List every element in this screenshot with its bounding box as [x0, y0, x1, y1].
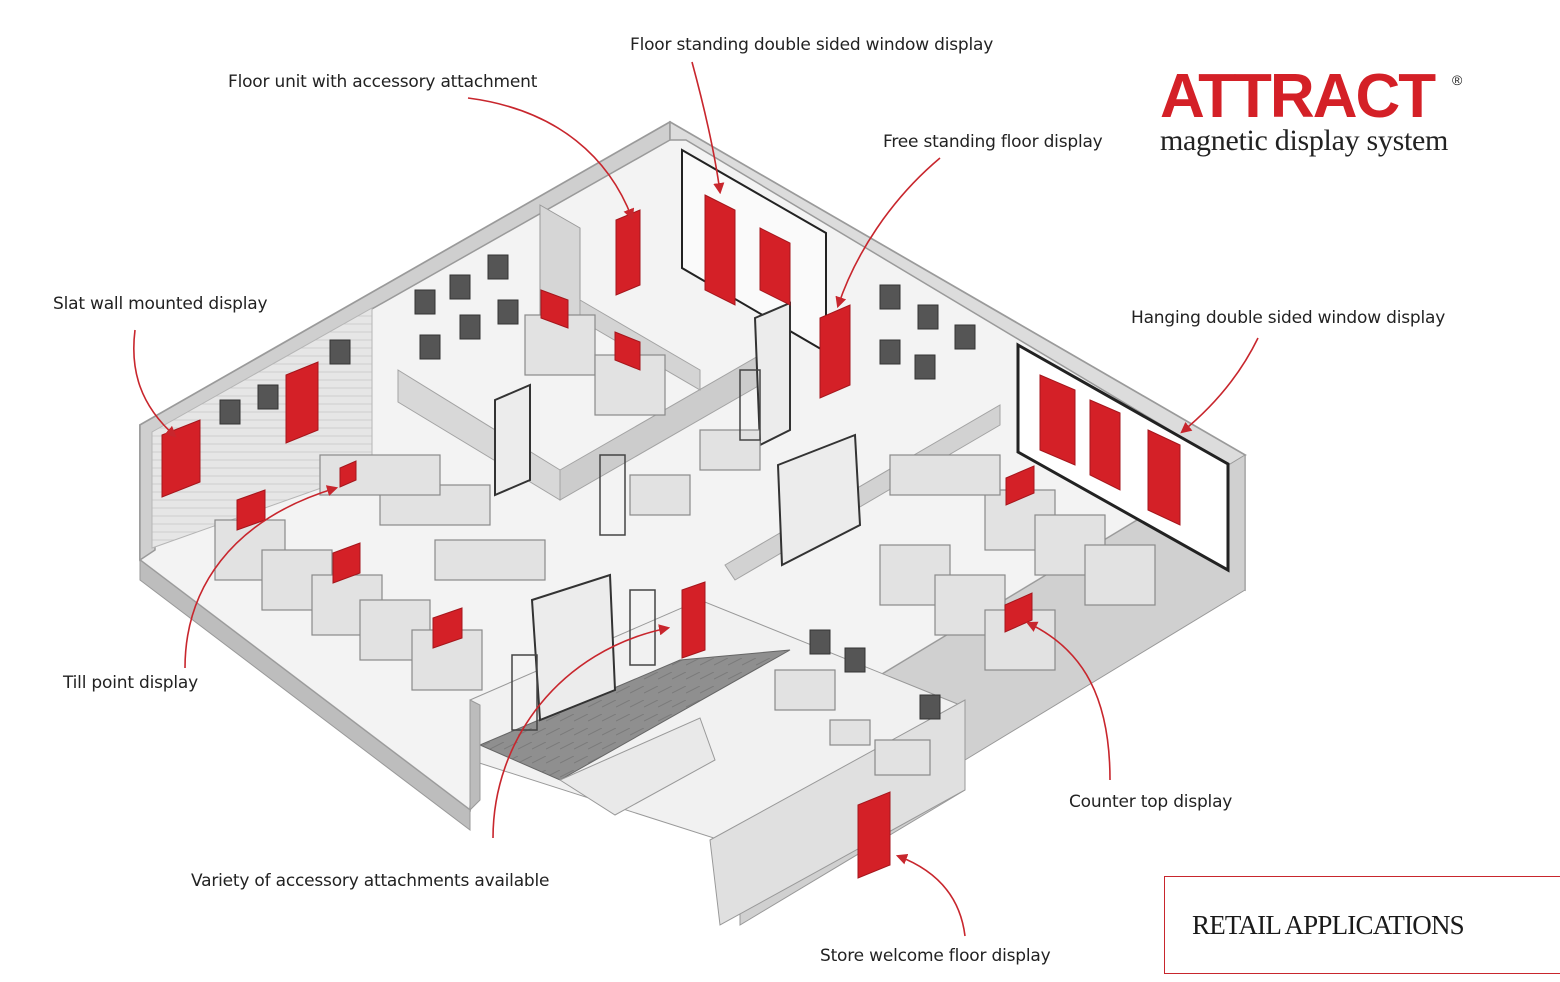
hanging-window-panel: [1089, 399, 1121, 491]
garment-rack: [954, 324, 976, 350]
front-left-wall: [139, 558, 471, 832]
arrow-slat-wall: [132, 329, 177, 438]
garment-rack: [917, 304, 939, 330]
garment-rack: [329, 339, 351, 365]
till-point-display: [339, 460, 357, 488]
arrow-accessory: [492, 624, 671, 839]
garment-rack: [497, 299, 519, 325]
callout-floor-unit: Floor unit with accessory attachment: [228, 72, 538, 92]
hanging-window-panel: [1039, 374, 1076, 466]
shelf-display: [614, 331, 641, 371]
arrow-welcome: [895, 853, 966, 937]
garment-rack: [487, 254, 509, 280]
garment-rack: [844, 647, 866, 673]
garment-rack: [419, 334, 441, 360]
arrow-free-standing: [835, 157, 941, 309]
grid-tower: [599, 454, 626, 536]
callout-hanging-window: Hanging double sided window display: [1131, 308, 1446, 328]
callout-till-point: Till point display: [63, 673, 198, 693]
brand-logo: ATTRACT: [1160, 62, 1436, 131]
arrow-till-point: [184, 485, 339, 669]
garment-rack: [809, 629, 831, 655]
entrance-wall: [469, 699, 481, 812]
shelf-display: [540, 289, 569, 329]
table-fixture: [889, 454, 1001, 496]
slat-wall-display: [161, 419, 201, 498]
table-fixture: [434, 539, 546, 581]
section-title-box: [1164, 876, 1560, 974]
shelf-unit: [1084, 544, 1156, 606]
shelf-display: [1005, 465, 1035, 506]
brand-tagline: magnetic display system: [1160, 124, 1449, 157]
door: [494, 383, 531, 497]
slat-wall-display: [285, 361, 319, 444]
grid-tower: [511, 654, 538, 731]
window-display-panel: [704, 194, 736, 306]
arrow-hanging: [1180, 337, 1259, 434]
till-counter: [319, 454, 441, 496]
side-table: [829, 719, 871, 746]
garment-rack: [914, 354, 936, 380]
window-display-panel: [759, 227, 791, 306]
grid-tower: [629, 589, 656, 666]
stairs: [558, 717, 716, 816]
accessory-display: [681, 581, 706, 659]
arrow-floor-unit: [467, 97, 635, 221]
garment-rack: [919, 694, 941, 720]
garment-rack: [257, 384, 279, 410]
garment-rack: [879, 284, 901, 310]
door: [776, 433, 862, 567]
hanging-window-panel: [1147, 429, 1181, 526]
garment-rack: [449, 274, 471, 300]
callout-store-welcome: Store welcome floor display: [820, 946, 1051, 966]
registered-mark: ®: [1452, 72, 1463, 88]
door: [753, 301, 791, 447]
callout-accessory-variety: Variety of accessory attachments availab…: [191, 871, 550, 891]
sofa: [774, 669, 836, 711]
shelf-display: [432, 607, 463, 649]
grid-tower: [739, 369, 761, 441]
arrow-counter-top: [1025, 621, 1111, 781]
shelf-display: [332, 542, 361, 584]
welcome-floor-display: [857, 791, 891, 879]
callout-counter-top: Counter top display: [1069, 792, 1233, 812]
callout-free-standing: Free standing floor display: [883, 132, 1103, 152]
callout-slat-wall: Slat wall mounted display: [53, 294, 268, 314]
floor-unit-display: [615, 209, 641, 296]
free-standing-display: [819, 304, 851, 399]
callout-floor-standing-window: Floor standing double sided window displ…: [630, 35, 994, 55]
garment-rack: [219, 399, 241, 425]
counter-top-display: [1004, 592, 1033, 633]
sofa: [874, 739, 931, 776]
sofa: [699, 429, 761, 471]
garment-rack: [414, 289, 436, 315]
sofa: [629, 474, 691, 516]
section-title: RETAIL APPLICATIONS: [1192, 910, 1465, 940]
garment-rack: [459, 314, 481, 340]
garment-rack: [879, 339, 901, 365]
arrow-floor-standing: [691, 61, 725, 195]
